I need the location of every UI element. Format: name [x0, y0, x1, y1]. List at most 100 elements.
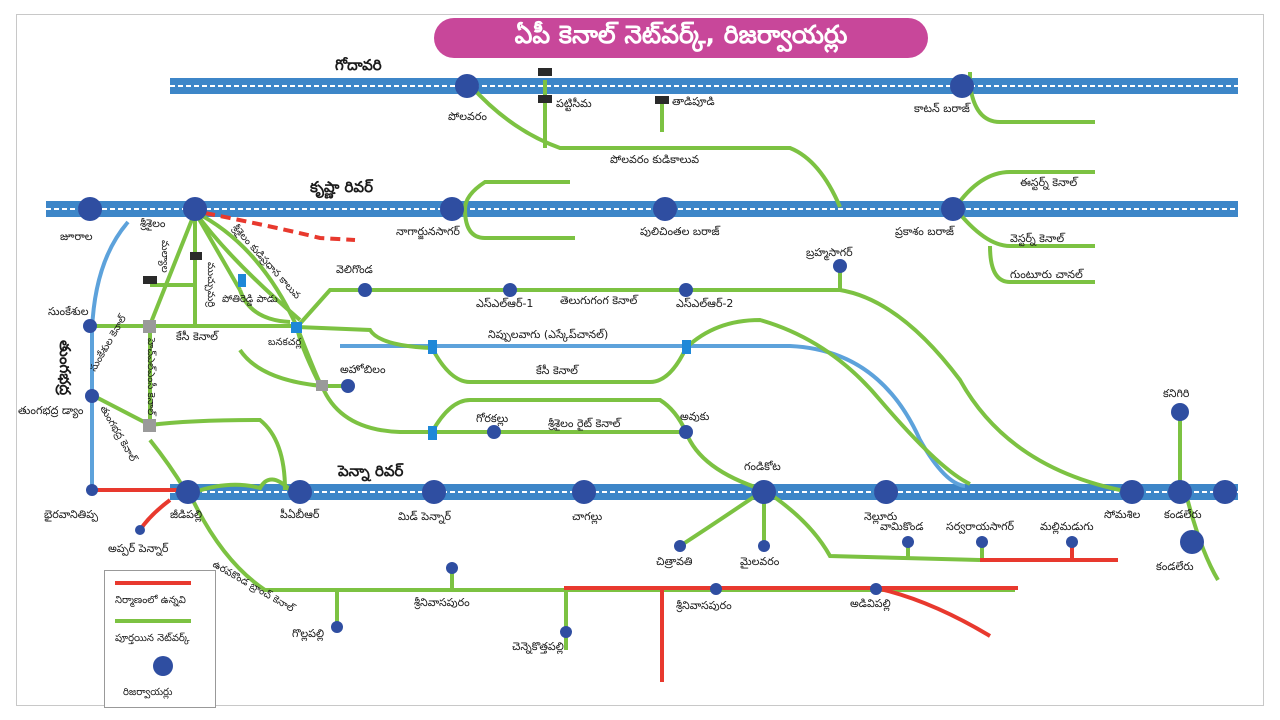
krishna-river [46, 201, 1238, 217]
vamikonda-label: వామికొండ [880, 520, 923, 533]
tungabhadra-label: తుంగభద్ర [55, 340, 74, 396]
avuku-reservoir [679, 425, 693, 439]
western-canal-label: వెస్టర్న్ కెనాల్ [1010, 232, 1065, 247]
hlc-canal-label: హెచ్ఎల్ఎంసీ కెనాల్ [145, 337, 157, 417]
structure-markers [143, 274, 691, 440]
somasila-label: సోమశిల [1104, 508, 1141, 521]
telugu-ganga-label: తెలుగుగంగ కెనాల్ [560, 294, 638, 307]
tb-canal-label: తుంగభద్ర కెనాల్ [97, 404, 140, 466]
gorakallu-label: గోరకల్లు [476, 412, 508, 427]
muchumarri-label: ముచ్చుమర్రి [204, 262, 216, 307]
legend-under-construction: నిర్మాణంలో ఉన్నవి [115, 594, 186, 607]
adavipalli-label: అడివిపల్లి [850, 597, 891, 612]
penna-label: పెన్నా రివర్ [337, 462, 405, 482]
mid-pennar-reservoir [422, 480, 446, 504]
vamikonda-reservoir [902, 536, 914, 548]
gorakallu-reservoir [487, 425, 501, 439]
srisailam-reservoir [183, 197, 207, 221]
srisailam-label: శ్రీశైలం [140, 217, 166, 231]
pattiseema-marker-2 [538, 95, 552, 103]
sunkesula-reservoir [83, 319, 97, 333]
katan-barrage-label: కాటన్ బరాజ్ [914, 102, 971, 115]
nellore-reservoir [874, 480, 898, 504]
srinivasapuram2-label: శ్రీనివాసపురం [676, 599, 732, 613]
bhairavanitippa-label: భైరవానితిప్ప [44, 508, 99, 522]
pulichintala-label: పులిచింతల బరాజ్ [640, 225, 720, 238]
ahobilam-label: అహోబిలం [340, 363, 386, 376]
srinivasapuram-label: శ్రీనివాసపురం [414, 596, 470, 610]
under-construction-lines [92, 211, 1118, 682]
mid-pennar-label: మిడ్ పెన్నార్ [398, 510, 452, 524]
prakasam-label: ప్రకాశం బరాజ్ [895, 225, 955, 239]
legend-reservoirs: రిజర్వాయర్లు [123, 687, 173, 699]
kandaleru-lower-reservoir [1180, 530, 1204, 554]
guntur-channel-label: గుంటూరు చానల్ [1010, 268, 1084, 281]
velugonda-reservoir [358, 283, 372, 297]
ahobilam-reservoir [341, 379, 355, 393]
kc-canal-label-2: కేసీ కెనాల్ [536, 364, 579, 377]
sunkesula-label: సుంకేశుల [48, 305, 89, 318]
gollapalli-label: గొల్లపల్లి [292, 627, 324, 642]
penna-river [170, 484, 1238, 500]
slr1-label: ఎస్ఎల్ఆర్-1 [476, 297, 533, 310]
pulichintala-reservoir [653, 197, 677, 221]
polavaram-reservoir [455, 74, 479, 98]
polavaram-left-canal-label: పోలవరం కుడికాలువ [610, 153, 699, 166]
katan-barrage-reservoir [950, 74, 974, 98]
polavaram-label: పోలవరం [448, 110, 487, 123]
nagarjunasagar-label: నాగార్జునసాగర్ [396, 225, 460, 240]
mallimadugu-reservoir [1066, 536, 1078, 548]
upper-pennar-label: అప్పర్ పెన్నార్ [108, 542, 169, 556]
mallimadugu-label: మల్లిమడుగు [1040, 520, 1094, 535]
bhairavanitippa-reservoir [86, 484, 98, 496]
srbc-label: శ్రీశైలం రైట్ కెనాల్ [548, 417, 622, 431]
banakacherla-label: బనకచర్ల [268, 337, 301, 349]
legend-reservoir-dot [153, 656, 173, 676]
brahmasagar-reservoir [833, 259, 847, 273]
tungabhadra-dam-label: తుంగభద్ర డ్యాం [18, 404, 84, 419]
nellore-label: నెల్లూరు [864, 510, 897, 525]
pabr-label: పీఏబీఆర్ [280, 508, 320, 521]
potireddypadu-label: పోతిరెడ్డి పాడు [222, 294, 278, 306]
adavipalli-reservoir [870, 583, 882, 595]
nagarjunasagar-reservoir [440, 197, 464, 221]
sarvarayasagar-reservoir [976, 536, 988, 548]
chagallu-label: చాగల్లు [572, 510, 602, 525]
eastern-canal-label: ఈస్టర్న్ కెనాల్ [1020, 176, 1078, 191]
legend: నిర్మాణంలో ఉన్నవి పూర్తయిన నెట్‌వర్క్ రి… [104, 570, 216, 708]
muchumarri-marker [190, 252, 202, 260]
tungabhadra-dam-reservoir [85, 389, 99, 403]
slr2-label: ఎస్ఎల్ఆర్-2 [676, 297, 733, 310]
kanigiri-label: కనిగిరి [1163, 387, 1190, 400]
godavari-label: గోదావరి [335, 56, 382, 74]
slr1-reservoir [503, 283, 517, 297]
legend-graphic: నిర్మాణంలో ఉన్నవి పూర్తయిన నెట్‌వర్క్ రి… [115, 581, 191, 699]
avuku-label: అవుకు [680, 410, 710, 423]
gollapalli-reservoir [331, 621, 343, 633]
pumphouse-markers [143, 68, 669, 284]
map-title: ఏపీ కెనాల్ నెట్‌వర్క్, రిజర్వాయర్లు [434, 18, 928, 58]
legend-completed: పూర్తయిన నెట్‌వర్క్ [115, 632, 190, 645]
pabr-reservoir [288, 480, 312, 504]
mylavaram-reservoir [758, 540, 770, 552]
jurala-reservoir [78, 197, 102, 221]
chitravathi-reservoir [674, 540, 686, 552]
mylavaram-label: మైలవరం [740, 555, 780, 569]
velugonda-label: వెలిగొండ [336, 263, 373, 276]
kandaleru-label: కండలేరు [1164, 508, 1202, 521]
kandaleru-2-reservoir [1213, 480, 1237, 504]
nippula-vagu-label: నిప్పులవాగు (ఎస్కేప్‌చానల్) [488, 328, 608, 342]
srinivasapuram-reservoir [446, 562, 458, 574]
chennakesavapalli-label: చెన్నెకొత్తపల్లి [512, 640, 564, 655]
godavari-river [170, 78, 1238, 94]
kc-canal-label-1: కేసీ కెనాల్ [176, 330, 219, 343]
map-frame [16, 14, 1264, 706]
uravakonda-canal-label: ఉరవకొండ బ్రాంచ్ కెనాల్ [211, 558, 298, 615]
kanigiri-reservoir [1171, 403, 1189, 421]
mallaiah-label: మల్యాల [158, 240, 170, 273]
pattiseema-label: పట్టిసీమ [556, 97, 592, 112]
jurala-label: జూరాల [60, 230, 93, 243]
tadipudi-marker [655, 96, 669, 104]
chitravathi-label: చిత్రావతి [656, 555, 693, 569]
brahmasagar-label: బ్రహ్మసాగర్ [805, 246, 853, 261]
